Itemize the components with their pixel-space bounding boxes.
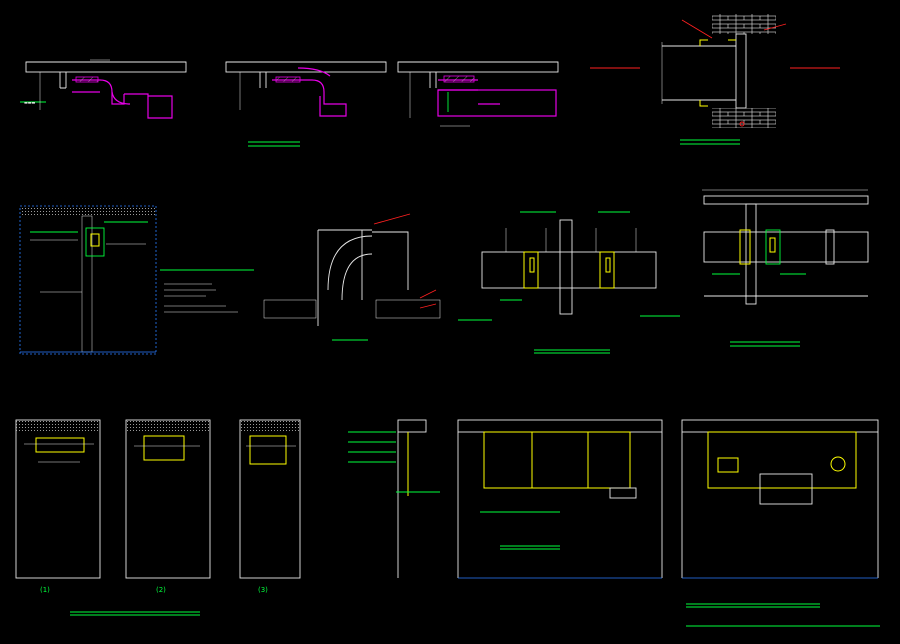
svg-text:▬▬▬: ▬▬▬ bbox=[24, 100, 36, 105]
detail-wall-penetration bbox=[590, 14, 840, 145]
detail-duct-ceiling-2 bbox=[225, 61, 387, 147]
detail-floor-elbow bbox=[263, 213, 441, 341]
sub-label-1: (1) bbox=[40, 586, 50, 594]
detail-sections-1-2-3: (1) (2) (3) bbox=[15, 419, 301, 616]
detail-duct-dimensioned bbox=[702, 189, 869, 347]
detail-shaft-section bbox=[19, 205, 254, 355]
detail-duct-ceiling-3 bbox=[397, 61, 559, 127]
sub-label-3: (3) bbox=[258, 586, 268, 594]
detail-filter-plenum bbox=[457, 419, 663, 579]
detail-duct-through-wall bbox=[458, 211, 680, 354]
detail-ceiling-hanger bbox=[348, 419, 440, 578]
detail-ceiling-units bbox=[681, 419, 880, 627]
sub-label-2: (2) bbox=[156, 586, 166, 594]
detail-duct-ceiling-1: ▬▬▬ bbox=[20, 59, 187, 119]
